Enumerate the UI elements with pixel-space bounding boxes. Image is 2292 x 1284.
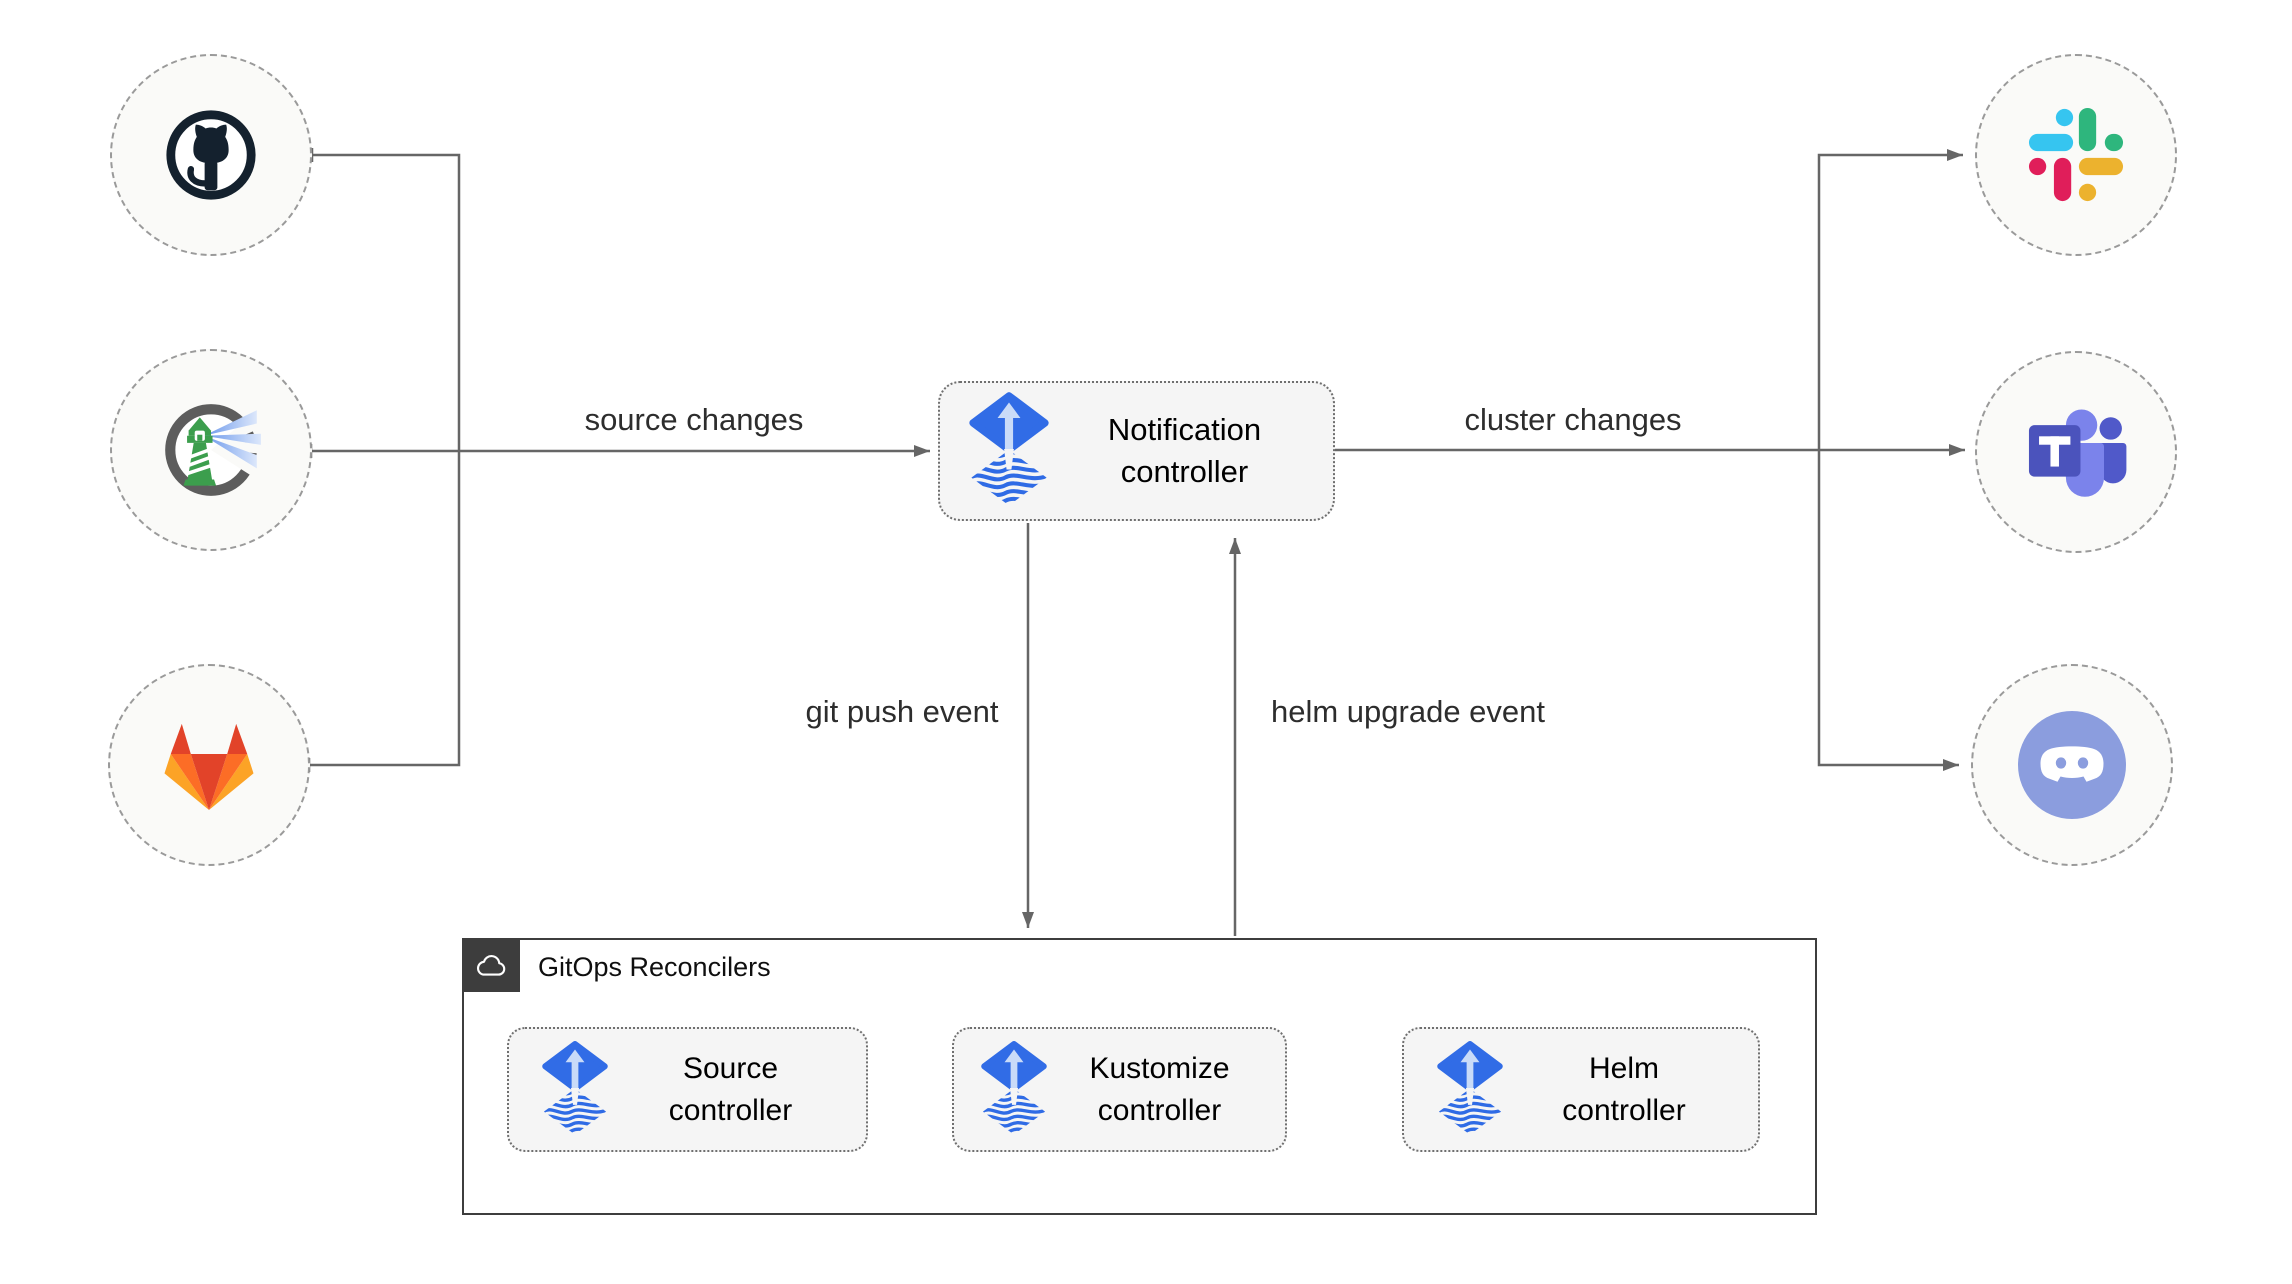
kustomize-controller-node: Kustomize controller (952, 1027, 1287, 1152)
helm-upgrade-event-label: helm upgrade event (1262, 694, 1554, 730)
slack-branch-arrow (1817, 149, 1963, 450)
github-node (110, 54, 312, 256)
source-controller-node: Source controller (507, 1027, 868, 1152)
microsoft-teams-node (1975, 351, 2177, 553)
discord-branch-arrow (1817, 450, 1959, 771)
discord-icon (2018, 711, 2126, 819)
gitlab-node (108, 664, 310, 866)
flux-icon (980, 1040, 1048, 1140)
cluster-changes-label: cluster changes (1456, 402, 1690, 438)
harbor-icon (165, 404, 267, 496)
github-icon (166, 110, 256, 200)
kustomize-controller-label: Kustomize controller (1089, 1051, 1230, 1127)
microsoft-teams-icon (2028, 409, 2127, 497)
source-changes-label: source changes (576, 402, 812, 438)
gitops-reconcilers-title: GitOps Reconcilers (538, 951, 771, 982)
harbor-node (110, 349, 312, 551)
notification-controller-node: Notification controller (938, 381, 1335, 521)
git-push-event-label: git push event (797, 694, 1007, 730)
helm-controller-label: Helm controller (1562, 1051, 1686, 1127)
gitlab-icon (164, 723, 254, 810)
slack-icon (2028, 107, 2124, 202)
discord-node (1971, 664, 2173, 866)
helm-controller-node: Helm controller (1402, 1027, 1760, 1152)
source-controller-label: Source controller (668, 1051, 793, 1127)
notification-controller-label: Notification controller (1107, 412, 1262, 489)
left-trunk-line (309, 153, 461, 767)
cloud-icon (477, 955, 506, 976)
slack-node (1975, 54, 2177, 256)
flux-icon (541, 1040, 609, 1140)
flux-icon (968, 391, 1050, 512)
flux-icon (1436, 1040, 1504, 1140)
group-badge (462, 938, 520, 992)
